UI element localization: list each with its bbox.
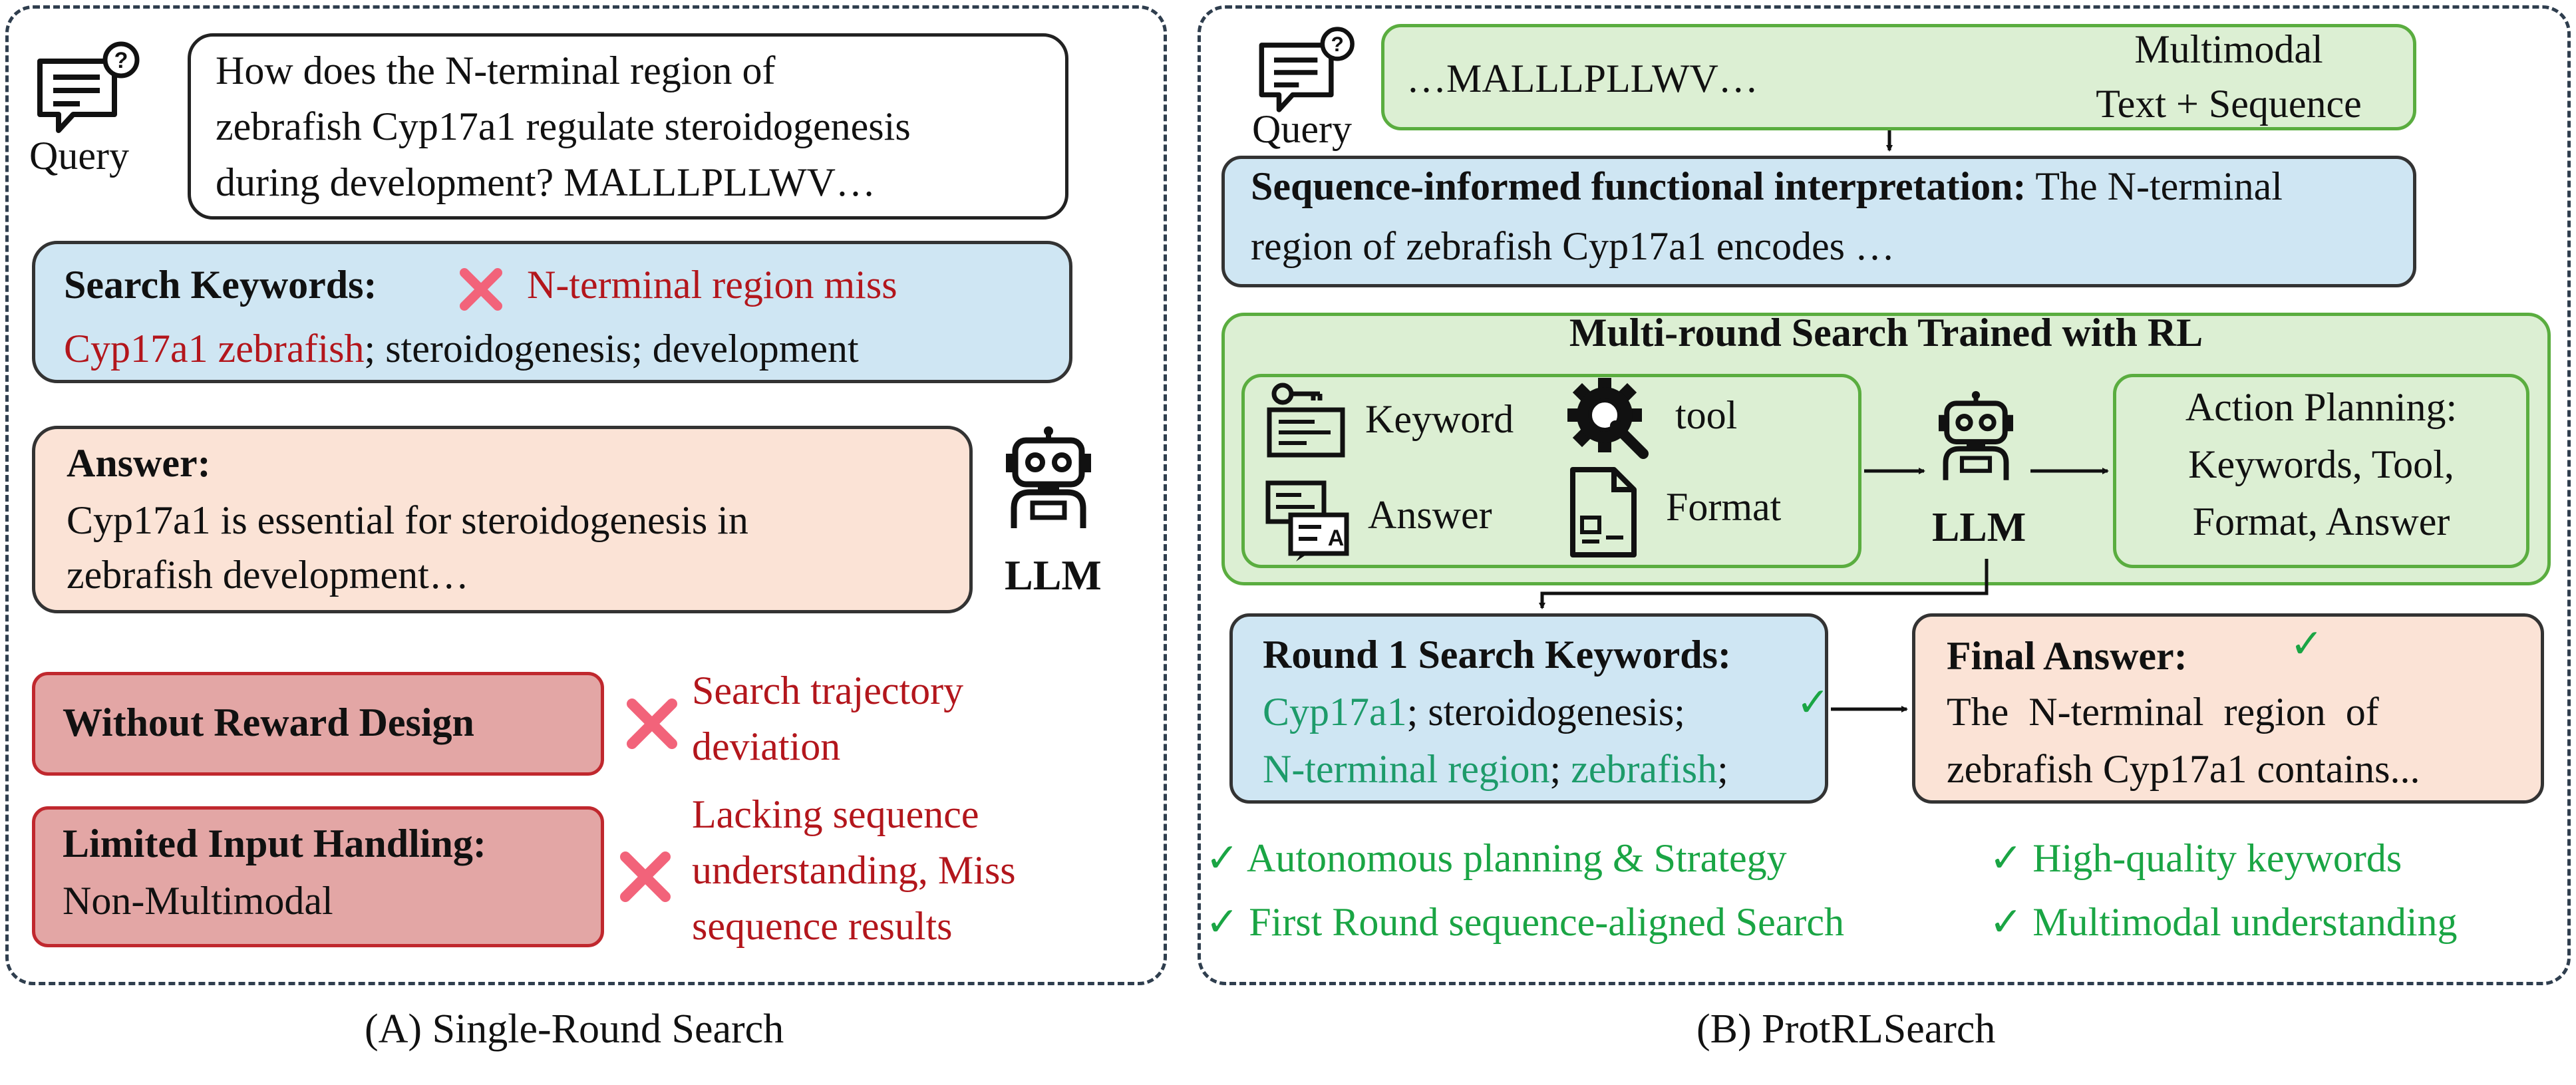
answer-line-2: zebrafish development… bbox=[67, 553, 469, 597]
item-keyword: Keyword bbox=[1365, 397, 1514, 441]
benefit-3: ✓ First Round sequence-aligned Search bbox=[1206, 900, 1845, 944]
svg-text:?: ? bbox=[1331, 32, 1344, 56]
query-label: Query bbox=[29, 134, 129, 178]
missed-keywords-2: Cyp17a1 zebrafish bbox=[64, 327, 365, 371]
caption-a: (A) Single-Round Search bbox=[365, 1007, 784, 1052]
benefit-2: ✓ High-quality keywords bbox=[1989, 836, 2402, 880]
robot-icon bbox=[1939, 390, 2013, 480]
item-tool: tool bbox=[1675, 393, 1738, 437]
cross-icon bbox=[620, 852, 671, 902]
interpretation-line-2: region of zebrafish Cyp17a1 encodes … bbox=[1251, 224, 1895, 268]
round1-line-2: Cyp17a1; steroidogenesis; bbox=[1263, 689, 1685, 735]
search-gear-icon bbox=[1567, 378, 1649, 459]
round1-kw1-rest: ; steroidogenesis; bbox=[1406, 690, 1685, 734]
svg-text:A: A bbox=[1328, 526, 1345, 551]
llm-label: LLM bbox=[1005, 551, 1102, 599]
query-chat-icon: ? bbox=[37, 41, 140, 133]
check-icon: ✓ bbox=[1206, 900, 1239, 944]
round1-kw2: N-terminal region bbox=[1263, 747, 1550, 791]
issue-input-note-1: Lacking sequence bbox=[692, 792, 979, 836]
answer-box bbox=[32, 426, 973, 613]
final-answer-line-2: zebrafish Cyp17a1 contains... bbox=[1947, 747, 2420, 791]
query-line-1: How does the N-terminal region of bbox=[216, 49, 776, 92]
arrow-llm-to-round1 bbox=[1539, 559, 1989, 609]
round1-kw3: zebrafish bbox=[1571, 747, 1718, 791]
planning-line-3: Format, Answer bbox=[2192, 500, 2450, 543]
cross-icon bbox=[460, 268, 502, 311]
keywords-line-2: Cyp17a1 zebrafish; steroidogenesis; deve… bbox=[64, 326, 859, 372]
search-keywords-box bbox=[32, 241, 1072, 383]
svg-text:?: ? bbox=[114, 48, 128, 73]
key-doc-icon bbox=[1267, 383, 1345, 458]
answer-line-1: Cyp17a1 is essential for steroidogenesis… bbox=[67, 498, 748, 542]
issue-input-note-3: sequence results bbox=[692, 904, 953, 948]
round1-check: ✓ bbox=[1796, 681, 1830, 724]
benefit-4: ✓ Multimodal understanding bbox=[1989, 900, 2458, 944]
keywords-rest: ; steroidogenesis; development bbox=[364, 327, 859, 371]
issue-input-label: Limited Input Handling: bbox=[63, 822, 486, 865]
cross-icon bbox=[627, 698, 677, 749]
final-answer-label: Final Answer: bbox=[1947, 634, 2187, 678]
item-answer: Answer bbox=[1368, 493, 1492, 537]
search-keywords-label: Search Keywords: bbox=[64, 263, 377, 307]
benefit-1: ✓ Autonomous planning & Strategy bbox=[1206, 836, 1787, 880]
format-doc-icon bbox=[1570, 467, 1637, 557]
issue-input-sub: Non-Multimodal bbox=[63, 879, 333, 923]
issue-box-input bbox=[32, 806, 604, 947]
answer-label: Answer: bbox=[67, 441, 211, 485]
query-box bbox=[188, 33, 1068, 220]
query-line-2: zebrafish Cyp17a1 regulate steroidogenes… bbox=[216, 104, 911, 148]
query-sequence: …MALLLPLLWV… bbox=[1406, 57, 1758, 100]
check-icon: ✓ bbox=[1989, 900, 2023, 944]
issue-reward-label: Without Reward Design bbox=[63, 700, 474, 744]
round1-end: ; bbox=[1717, 747, 1728, 791]
round1-sep: ; bbox=[1549, 747, 1571, 791]
robot-icon bbox=[1006, 426, 1091, 528]
planning-line-2: Keywords, Tool, bbox=[2188, 442, 2454, 486]
round1-line-3: N-terminal region; zebrafish; bbox=[1263, 746, 1728, 792]
query-modality-2: Text + Sequence bbox=[2096, 82, 2362, 126]
missed-keywords-1: N-terminal region miss bbox=[527, 263, 897, 307]
interpretation-text-1: The N-terminal bbox=[2035, 164, 2283, 208]
query-modality-1: Multimodal bbox=[2134, 27, 2323, 71]
final-answer-check: ✓ bbox=[2290, 622, 2324, 666]
final-answer-line-1: The N-terminal region of bbox=[1947, 690, 2379, 734]
round1-label: Round 1 Search Keywords: bbox=[1263, 633, 1731, 677]
caption-b: (B) ProtRLSearch bbox=[1696, 1007, 1996, 1052]
item-format: Format bbox=[1666, 485, 1782, 529]
round1-box bbox=[1229, 613, 1828, 804]
query-chat-icon: ? bbox=[1259, 27, 1355, 112]
check-icon: ✓ bbox=[1206, 836, 1239, 880]
query-line-3: during development? MALLLPLLWV… bbox=[216, 160, 876, 204]
query-box-multimodal bbox=[1381, 24, 2416, 130]
interpretation-label: Sequence-informed functional interpretat… bbox=[1251, 164, 2026, 208]
rl-title: Multi-round Search Trained with RL bbox=[1569, 311, 2203, 355]
issue-input-note-2: understanding, Miss bbox=[692, 848, 1016, 892]
planning-box bbox=[2113, 374, 2529, 568]
issue-reward-note-2: deviation bbox=[692, 724, 841, 768]
query-label-b: Query bbox=[1252, 107, 1352, 151]
llm-label-b: LLM bbox=[1932, 505, 2026, 550]
panel-single-round bbox=[5, 5, 1167, 985]
check-icon: ✓ bbox=[1989, 836, 2023, 880]
panel-protrlsearch bbox=[1198, 5, 2571, 985]
interpretation-line-1: Sequence-informed functional interpretat… bbox=[1251, 164, 2283, 210]
issue-box-reward bbox=[32, 672, 604, 776]
chat-answer-icon: A bbox=[1265, 480, 1349, 561]
planning-line-1: Action Planning: bbox=[2185, 385, 2458, 429]
interpretation-box bbox=[1221, 156, 2416, 287]
final-answer-box bbox=[1912, 613, 2544, 804]
issue-reward-note-1: Search trajectory bbox=[692, 669, 964, 712]
round1-kw1: Cyp17a1 bbox=[1263, 690, 1407, 734]
